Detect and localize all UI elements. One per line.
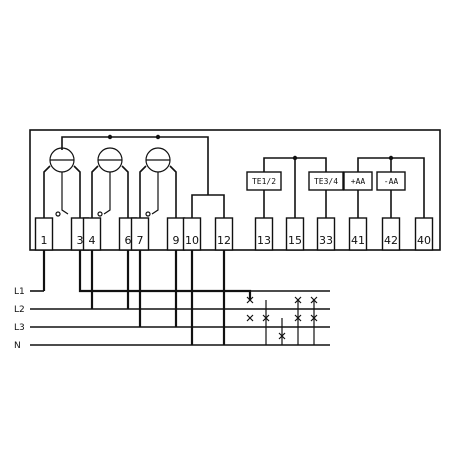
fuse-mark xyxy=(246,296,254,304)
fuse-mark xyxy=(262,314,270,322)
terminal-13 xyxy=(254,217,274,251)
terminal-label: 9 xyxy=(173,234,180,247)
pulse-output-plus-aa-label: +AA xyxy=(351,177,366,186)
tariff-module-3-4-label: TE3/4 xyxy=(314,177,338,186)
terminal-label: 1 xyxy=(41,234,48,247)
fuse-marks xyxy=(246,296,318,340)
terminal-label: 40 xyxy=(417,234,431,247)
measuring-element-1 xyxy=(43,147,81,218)
coil-top-bus xyxy=(61,136,209,195)
neutral-bridge xyxy=(191,194,225,218)
line-label-l2: L2 xyxy=(14,305,25,315)
junction-dot xyxy=(292,155,298,161)
feed-l1-out xyxy=(78,250,252,300)
terminal-label: 41 xyxy=(351,234,365,247)
terminal-41 xyxy=(348,217,368,251)
terminal-label: 12 xyxy=(217,234,231,247)
junction-dot xyxy=(388,155,394,161)
tariff-module-3-4 xyxy=(308,171,344,191)
fuse-mark xyxy=(246,314,254,322)
terminal-15 xyxy=(285,217,305,251)
terminal-42 xyxy=(381,217,401,251)
pulse-output-minus-aa xyxy=(376,171,406,191)
fuse-mark xyxy=(310,296,318,304)
fuse-mark xyxy=(294,314,302,322)
line-label-n: N xyxy=(14,341,21,351)
terminal-label: 13 xyxy=(257,234,271,247)
terminal-33 xyxy=(316,217,336,251)
tariff-module-1-2-label: TE1/2 xyxy=(252,177,276,186)
meter-housing xyxy=(29,129,441,251)
terminal-label: 6 xyxy=(125,234,132,247)
terminal-label: 33 xyxy=(319,234,333,247)
terminal-label: 42 xyxy=(384,234,398,247)
terminal-label: 4 xyxy=(89,234,96,247)
fuse-mark xyxy=(294,296,302,304)
terminal-40 xyxy=(414,217,434,251)
line-label-l3: L3 xyxy=(14,323,25,333)
pulse-output-minus-aa-label: -AA xyxy=(384,177,399,186)
terminal-label: 3 xyxy=(77,234,84,247)
line-label-l1: L1 xyxy=(14,287,25,297)
measuring-element-2 xyxy=(91,147,129,218)
terminal-label: 15 xyxy=(288,234,302,247)
fuse-mark xyxy=(310,314,318,322)
tariff-module-1-2 xyxy=(246,171,282,191)
measuring-element-3 xyxy=(139,147,177,218)
terminal-label: 7 xyxy=(137,234,144,247)
junction-dot xyxy=(107,134,113,140)
fuse-mark xyxy=(278,332,286,340)
terminal-label: 10 xyxy=(185,234,199,247)
junction-dot xyxy=(155,134,161,140)
pulse-output-plus-aa xyxy=(343,171,373,191)
